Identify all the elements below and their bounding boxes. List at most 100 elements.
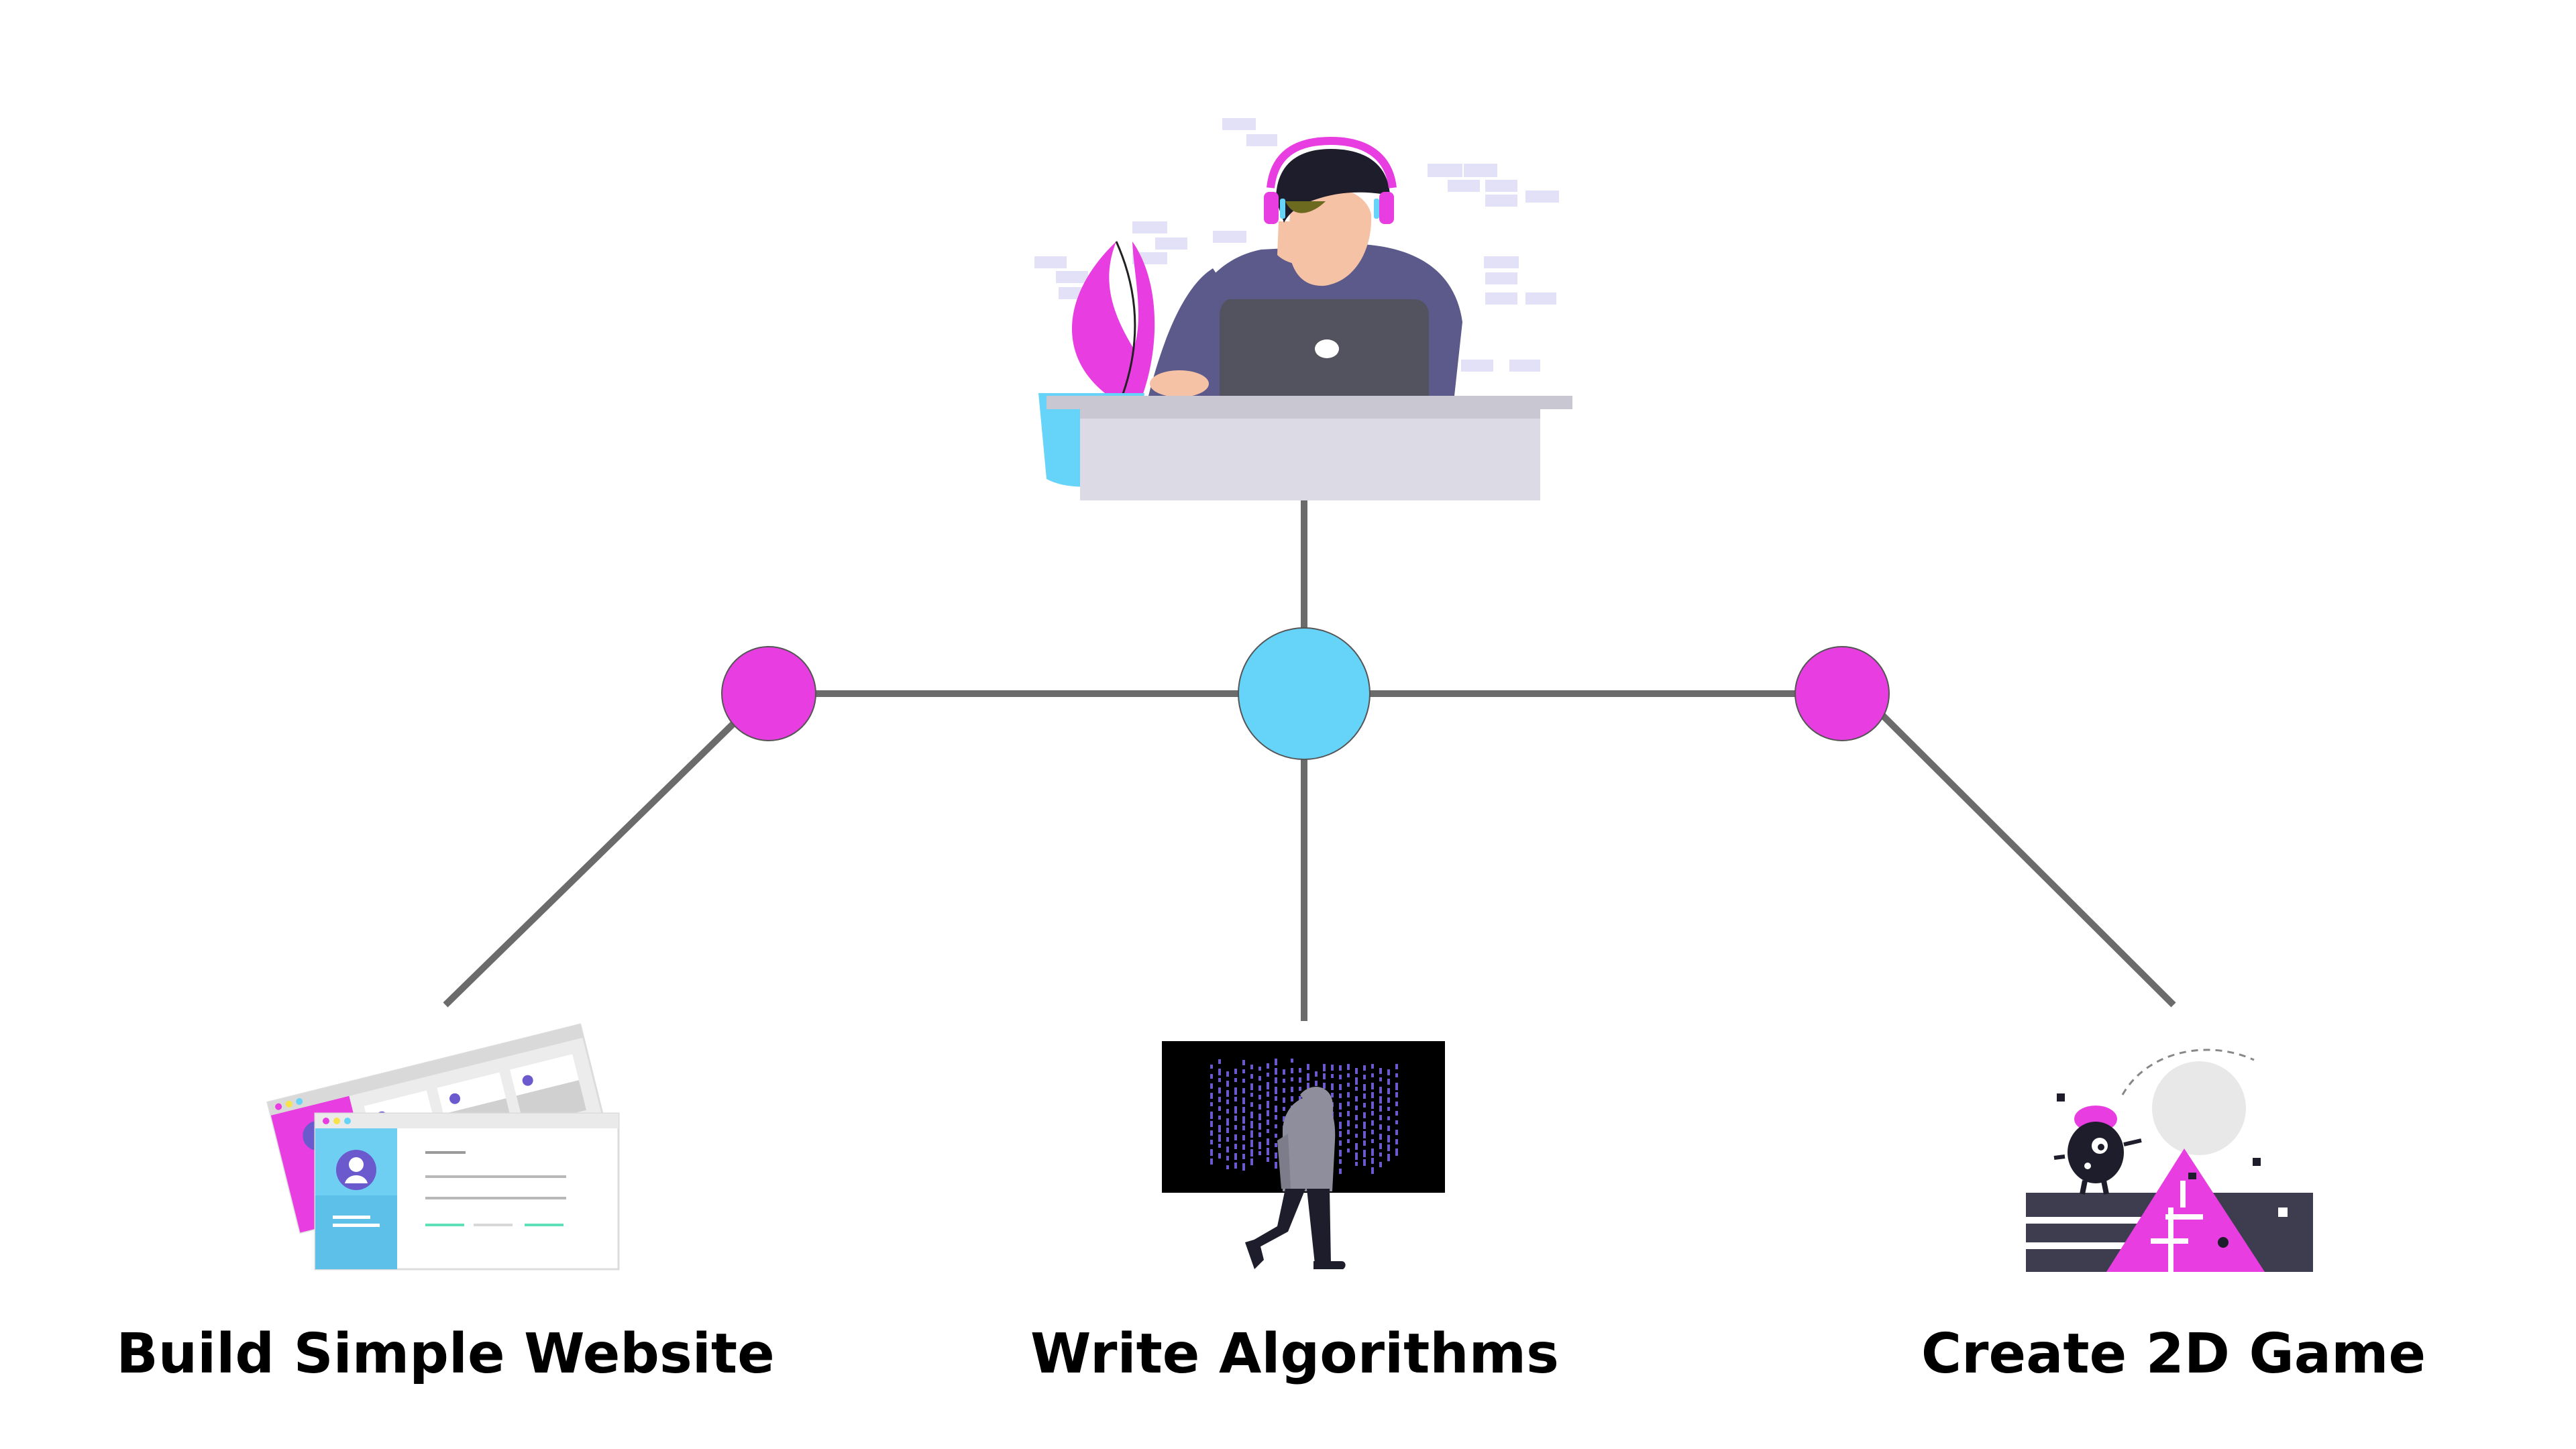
code-glyph [1387,1107,1390,1111]
headphones-band [1267,136,1397,189]
plant-leaf [1071,241,1155,401]
code-glyph [1267,1082,1269,1089]
code-glyph [1234,1163,1237,1169]
code-glyph [1210,1093,1213,1099]
code-glyph [1267,1073,1269,1077]
code-glyph [1371,1064,1374,1069]
code-glyph [1379,1068,1382,1074]
dashed-arc [2121,1049,2255,1095]
code-glyph [1347,1064,1350,1070]
code-glyph [1210,1149,1213,1156]
person-body [1283,1095,1336,1191]
person-hair [1276,149,1390,223]
code-glyph [1258,1123,1261,1130]
code-glyph [1379,1106,1382,1112]
code-glyph [1283,1079,1285,1083]
code-glyph [1339,1122,1342,1129]
code-glyph [1275,1106,1277,1112]
code-glyph [1323,1073,1326,1079]
code-glyph [1387,1097,1390,1103]
code-glyph [1234,1069,1237,1074]
code-glyph [1347,1148,1350,1152]
code-glyph [1355,1124,1358,1128]
code-glyph [1339,1103,1342,1110]
code-glyph [1355,1087,1358,1091]
code-glyph [1363,1112,1366,1118]
code-glyph [1242,1144,1245,1150]
code-glyph [1363,1065,1366,1071]
code-glyph [1218,1116,1221,1120]
code-glyph [1210,1074,1213,1079]
code-glyph [1267,1138,1269,1145]
code-glyph [1355,1106,1358,1110]
code-glyph [1275,1096,1277,1101]
code-glyph [1242,1107,1245,1113]
code-glyph [1242,1126,1245,1130]
code-glyph [1275,1087,1277,1094]
laptop-logo [1315,339,1339,358]
code-glyph [1242,1069,1245,1073]
code-glyph [1379,1087,1382,1093]
code-glyph [1347,1102,1350,1106]
code-glyph [1283,1116,1285,1122]
code-glyph [1355,1143,1358,1150]
code-glyph [1395,1130,1398,1135]
code-glyph [1234,1125,1237,1130]
code-glyph [1275,1059,1277,1065]
code-glyph [1275,1115,1277,1120]
code-glyph [1315,1081,1318,1086]
code-glyph [1379,1124,1382,1130]
code-glyph [1218,1125,1221,1132]
code-glyph [1307,1064,1309,1070]
desk-top [1046,396,1572,409]
code-glyph [1379,1152,1382,1157]
code-glyph [1250,1159,1253,1165]
code-glyph [1283,1069,1285,1075]
person-arm [1148,268,1226,396]
code-glyph [1250,1149,1253,1157]
code-glyph [1387,1126,1390,1131]
code-glyph [1210,1159,1213,1165]
code-glyph [1234,1106,1237,1114]
code-glyph [1291,1068,1293,1073]
code-glyph [1234,1116,1237,1121]
code-glyph [1395,1064,1398,1069]
code-glyph [1226,1128,1229,1133]
code-glyph [1355,1134,1358,1138]
code-glyph [1210,1121,1213,1127]
code-glyph [1355,1152,1358,1160]
code-glyph [1218,1087,1221,1093]
code-glyph [1258,1104,1261,1110]
code-glyph [1275,1134,1277,1138]
code-glyph [1234,1097,1237,1102]
code-glyph [1275,1152,1277,1159]
code-glyph [1339,1159,1342,1164]
code-glyph [1242,1079,1245,1083]
code-glyph [1210,1102,1213,1106]
label-create-2d-game: Create 2D Game [1921,1322,2426,1386]
code-glyph [1331,1065,1334,1071]
code-glyph [1363,1159,1366,1166]
person-leg-back [1252,1189,1305,1249]
code-glyph [1355,1096,1358,1102]
code-glyph [1226,1071,1229,1077]
code-glyph [1387,1135,1390,1142]
code-glyph [1267,1063,1269,1069]
code-glyph [1234,1134,1237,1140]
code-glyph [1339,1169,1342,1174]
code-glyph [1387,1116,1390,1120]
code-glyph [1339,1075,1342,1079]
code-glyph [1242,1088,1245,1093]
code-glyph [1283,1107,1285,1111]
code-glyph [1258,1067,1261,1071]
code-glyph [1250,1065,1253,1069]
code-glyph [1395,1092,1398,1097]
code-glyph [1371,1092,1374,1098]
code-glyph [1379,1077,1382,1081]
code-glyph [1339,1150,1342,1157]
website-windows-icon [266,1023,620,1271]
code-glyph [1218,1069,1221,1075]
code-glyph [1387,1154,1390,1161]
headphones-left-cup [1264,192,1279,224]
